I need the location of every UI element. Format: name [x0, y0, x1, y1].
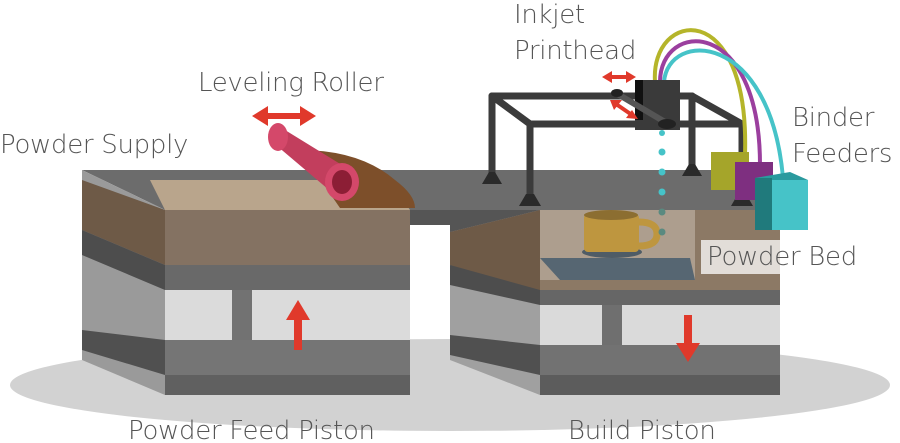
inkjet-label-line1: Inkjet — [514, 0, 585, 30]
powder-supply-box — [82, 170, 410, 395]
binder-feeders — [711, 152, 808, 230]
binder-label-line1: Binder — [792, 103, 875, 133]
powder-bed-label: Powder Bed — [701, 240, 863, 274]
up-arrow-icon — [286, 300, 310, 350]
inkjet-label-line2: Printhead — [514, 36, 637, 66]
powder-supply-label: Powder Supply — [0, 130, 189, 160]
build-box — [450, 210, 780, 395]
build-piston-rod — [602, 305, 622, 355]
leveling-roller-label: Leveling Roller — [198, 68, 384, 98]
build-piston-label: Build Piston — [568, 416, 716, 443]
roller-arrow-icon — [252, 106, 316, 126]
binder-droplets — [658, 130, 666, 236]
binder-tubes — [652, 28, 785, 179]
binder-label-line2: Feeders — [792, 139, 893, 169]
inkjet-printhead — [611, 80, 680, 130]
powder-feed-piston-rod — [232, 290, 252, 355]
powder-feed-piston-label: Powder Feed Piston — [128, 416, 375, 443]
printhead-arrow-icons — [602, 71, 638, 119]
leveling-roller — [268, 123, 359, 201]
down-arrow-icon — [676, 315, 700, 362]
build-plate — [540, 258, 695, 280]
mug — [582, 210, 661, 258]
